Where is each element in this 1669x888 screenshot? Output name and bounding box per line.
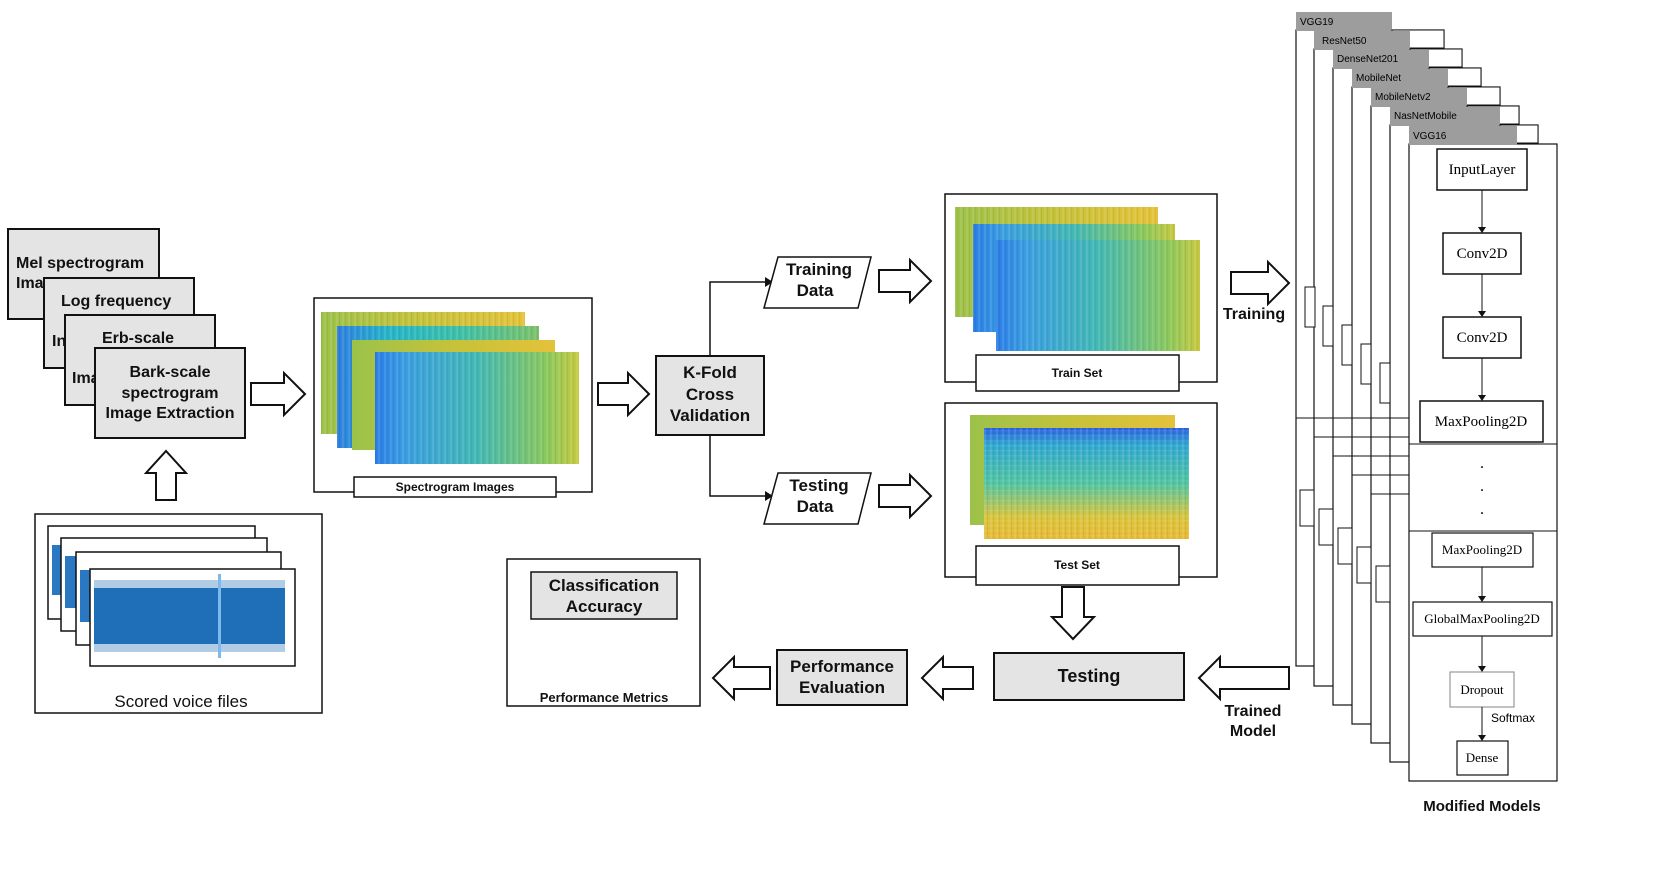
training-data-shape: Training Data: [763, 256, 872, 309]
test-set-caption: Test Set: [1054, 558, 1100, 572]
erb-card-label-3: Ima: [72, 370, 100, 387]
mel-card-label-2: Ima: [16, 275, 44, 292]
voice-caption: Scored voice files: [114, 692, 247, 711]
layer-globalmaxpooling2d: GlobalMaxPooling2D: [1424, 611, 1540, 626]
testing-label: Testing: [1058, 666, 1121, 686]
metrics-caption: Performance Metrics: [540, 690, 669, 705]
spectrogram-images-caption: Spectrogram Images: [396, 480, 515, 494]
model-card-vgg16: VGG16 InputLayer Conv2D Conv2D MaxPoolin…: [1408, 126, 1558, 782]
arrow-testset-to-testing: [1049, 586, 1097, 641]
ellipsis-3: .: [1480, 501, 1484, 518]
testing-box: Testing: [993, 652, 1185, 701]
arrow-voice-to-extraction: [143, 449, 189, 501]
trained-model-label-1: Trained: [1225, 703, 1282, 720]
ellipsis-1: .: [1480, 455, 1484, 472]
arrow-spectrograms-to-kfold: [597, 370, 651, 418]
log-card-label: Log frequency: [61, 293, 171, 310]
performance-box: Performance Evaluation: [776, 649, 908, 706]
kfold-connectors: [709, 281, 765, 497]
arrow-train-to-models: [1230, 259, 1291, 307]
testing-data-label-1: Testing: [789, 476, 848, 495]
models-stack: VGG19 ResNet50 DenseNet201 MobileNet Mob…: [1295, 12, 1558, 782]
layer-dense: Dense: [1466, 750, 1499, 765]
kfold-box: K-Fold Cross Validation: [655, 355, 765, 436]
performance-label-2: Evaluation: [799, 678, 885, 697]
training-data-label-1: Training: [786, 260, 852, 279]
voice-files-box: Scored voice files: [34, 513, 323, 714]
model-name-nasnetmobile: NasNetMobile: [1394, 111, 1457, 122]
layer-maxpooling2d-1: MaxPooling2D: [1435, 414, 1528, 430]
arrow-model-to-testing: [1197, 654, 1290, 702]
arrow-training-to-trainset: [878, 257, 933, 305]
model-name-mobilenetv2: MobileNetv2: [1375, 92, 1431, 103]
waveform-stack: [47, 525, 296, 667]
spectrogram-images-box: Spectrogram Images: [313, 297, 593, 498]
performance-label-1: Performance: [790, 657, 894, 676]
layer-conv2d-2: Conv2D: [1457, 330, 1508, 346]
test-set-box: Test Set: [944, 402, 1218, 586]
metrics-box: Classification Accuracy Performance Metr…: [506, 558, 701, 707]
log-card-label-2: In: [52, 333, 66, 350]
bark-card-label-3: Image Extraction: [106, 405, 235, 422]
accuracy-label-1: Classification: [549, 576, 660, 595]
arrow-performance-to-metrics: [711, 654, 771, 702]
layer-maxpooling2d-2: MaxPooling2D: [1442, 542, 1522, 557]
back-card-fragments: [1296, 286, 1519, 603]
modified-models-caption: Modified Models: [1423, 798, 1541, 815]
training-edge-label: Training: [1223, 306, 1285, 323]
testing-data-shape: Testing Data: [763, 472, 872, 525]
layer-dropout: Dropout: [1460, 682, 1504, 697]
training-data-label-2: Data: [797, 281, 834, 300]
kfold-label-1: K-Fold: [683, 363, 737, 382]
kfold-label-2: Cross: [686, 385, 734, 404]
model-name-vgg19: VGG19: [1300, 17, 1334, 28]
trained-model-label-2: Model: [1230, 723, 1276, 740]
layer-conv2d-1: Conv2D: [1457, 246, 1508, 262]
kfold-label-3: Validation: [670, 406, 750, 425]
layer-inputlayer: InputLayer: [1449, 162, 1516, 178]
arrow-testing-to-performance: [920, 654, 974, 702]
train-set-box: Train Set: [944, 193, 1218, 392]
extraction-card-bark: Bark-scale spectrogram Image Extraction: [94, 347, 246, 439]
bark-card-label-2: spectrogram: [122, 385, 219, 402]
model-name-densenet201: DenseNet201: [1337, 54, 1399, 65]
model-name-mobilenet: MobileNet: [1356, 73, 1401, 84]
ellipsis-2: .: [1480, 478, 1484, 495]
train-set-caption: Train Set: [1052, 366, 1103, 380]
bark-card-label-1: Bark-scale: [130, 364, 211, 381]
model-name-vgg16: VGG16: [1413, 131, 1447, 142]
model-name-resnet50: ResNet50: [1322, 36, 1367, 47]
accuracy-label-2: Accuracy: [566, 597, 643, 616]
mel-card-label: Mel spectrogram: [16, 255, 144, 272]
softmax-label: Softmax: [1491, 711, 1535, 725]
arrow-testing-to-testset: [878, 472, 933, 520]
erb-card-label: Erb-scale: [102, 330, 174, 347]
testing-data-label-2: Data: [797, 497, 834, 516]
arrow-extraction-to-spectrograms: [250, 370, 307, 418]
